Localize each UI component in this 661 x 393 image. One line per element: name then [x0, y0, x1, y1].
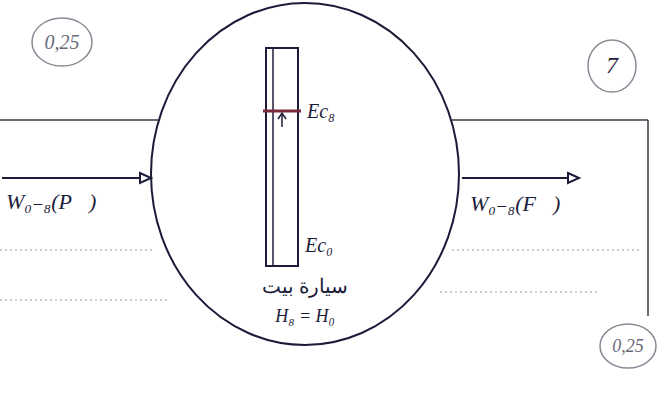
dotted-line — [452, 250, 640, 251]
question-number: 7 — [606, 52, 618, 80]
arrow-head — [568, 173, 579, 183]
energy-level: Ec₈ — [307, 100, 335, 123]
system-name: سيارة بيت — [262, 275, 348, 298]
grade-circle — [588, 40, 636, 92]
arrow-head — [140, 173, 151, 183]
ruled-line — [647, 120, 649, 316]
ruled-line — [452, 119, 648, 121]
dotted-line — [0, 250, 152, 251]
system-oval: سيارة بيتH₈ = H₀Ec₈Ec₀ — [150, 2, 460, 346]
grade-circle — [32, 18, 92, 66]
grade-mark: 0,25 — [612, 336, 644, 357]
condition-note: H₈ = H₀ — [275, 306, 335, 327]
ruled-line — [0, 119, 158, 121]
bar-outline — [265, 47, 299, 267]
grade-mark: 0,25 — [45, 31, 80, 54]
work-label: W₀₋₈(P⃗) — [6, 189, 96, 214]
dotted-line — [0, 300, 170, 301]
energy-bar: Ec₈Ec₀ — [265, 47, 299, 267]
dotted-line — [440, 292, 598, 293]
work-label: W₀₋₈(F⃗) — [470, 191, 560, 216]
grade-circle — [600, 324, 656, 368]
work-arrow — [2, 177, 144, 179]
energy-level: Ec₀ — [305, 234, 333, 257]
work-arrow — [462, 177, 572, 179]
